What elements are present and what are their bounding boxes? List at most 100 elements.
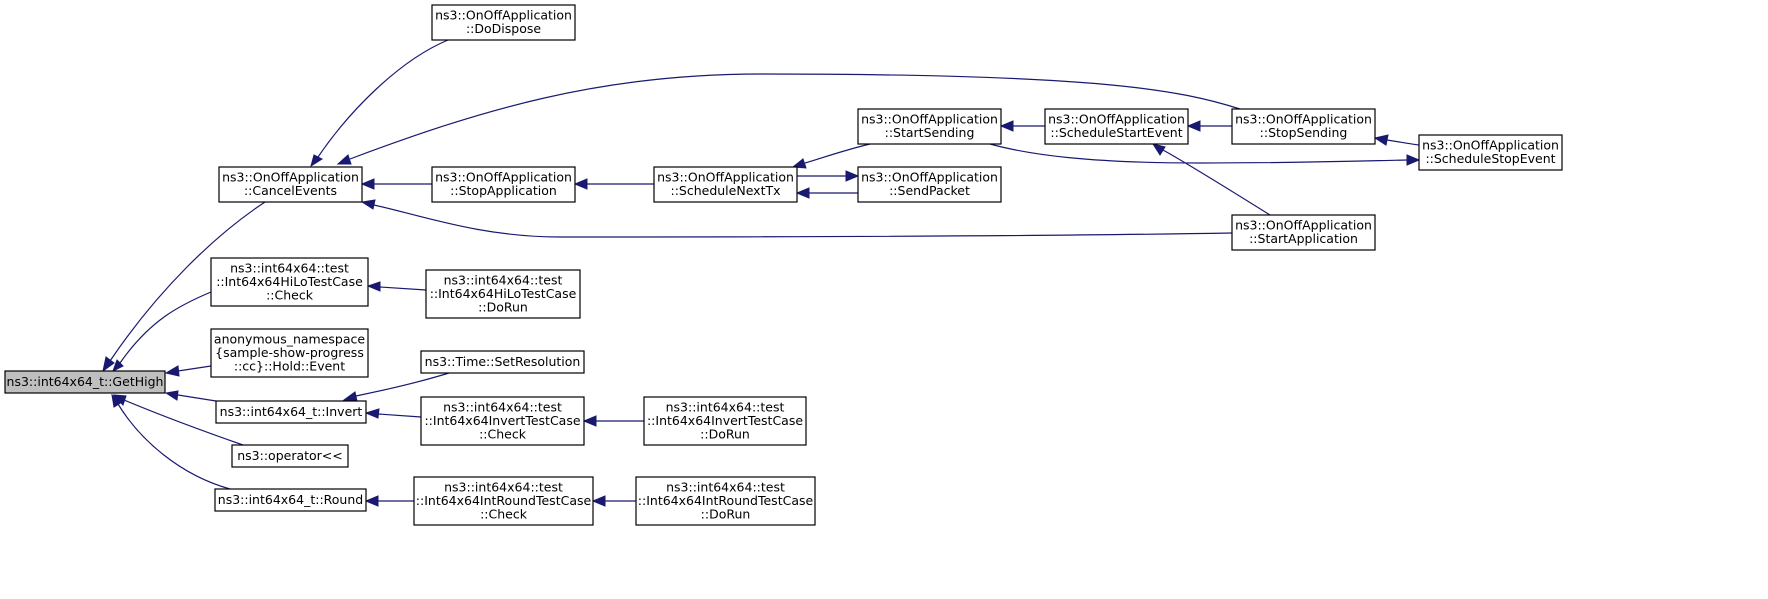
node-box [214,488,367,512]
node-label-line: ::Check [480,506,528,521]
node-label-line: ::DoRun [478,299,528,314]
node-schedulestartevent[interactable]: ns3::OnOffApplication::ScheduleStartEven… [1044,108,1189,145]
edge-line [177,365,212,372]
node-gethigh[interactable]: ns3::int64x64_t::GetHigh [4,370,166,394]
arrowhead-icon [342,391,358,402]
edge-dodispose-to-cancelevents [310,39,449,168]
node-label-line: ::StartSending [885,125,975,140]
node-label-line: ns3::int64x64::test [444,479,563,494]
arrowhead-icon [364,495,379,507]
node-box [1418,134,1563,171]
node-box [4,370,166,394]
node-label-line: ::Check [266,287,314,302]
node-schedulestopevent[interactable]: ns3::OnOffApplication::ScheduleStopEvent [1418,134,1563,171]
arrowhead-icon [336,154,352,165]
node-label-line: ns3::int64x64::test [443,399,562,414]
node-label-line: ::DoDispose [466,21,541,36]
node-label-line: ns3::Time::SetResolution [425,354,581,369]
arrowhead-icon [845,170,860,182]
edge-roundcheck-to-round [364,495,414,507]
edge-stopsending-to-cancelevents [336,73,1241,165]
node-operatorshl[interactable]: ns3::operator<< [231,444,349,468]
node-hilodorun[interactable]: ns3::int64x64::test::Int64x64HiLoTestCas… [425,269,581,319]
arrowhead-icon [795,187,810,199]
node-setresolution[interactable]: ns3::Time::SetResolution [420,350,585,374]
node-label-line: ns3::OnOffApplication [657,170,794,185]
node-label-line: ::Int64x64IntRoundTestCase [638,493,814,508]
node-label-line: ns3::OnOffApplication [861,170,998,185]
edge-line [377,413,422,418]
node-startapplication[interactable]: ns3::OnOffApplication::StartApplication [1231,214,1376,251]
node-box [653,166,798,203]
node-label-line: ::Int64x64InvertTestCase [424,413,580,428]
node-label-line: ::DoRun [700,426,750,441]
arrowhead-icon [112,359,124,373]
arrowhead-icon [360,199,376,210]
node-label-line: ns3::OnOffApplication [1422,138,1559,153]
node-label-line: ::SendPacket [889,183,970,198]
node-rounddorun[interactable]: ns3::int64x64::test::Int64x64IntRoundTes… [635,476,816,526]
node-label-line: ns3::int64x64::test [230,260,349,275]
node-invertcheck[interactable]: ns3::int64x64::test::Int64x64InvertTestC… [420,396,585,446]
node-invert[interactable]: ns3::int64x64_t::Invert [215,400,367,424]
node-label-line: ns3::OnOffApplication [861,112,998,127]
node-roundcheck[interactable]: ns3::int64x64::test::Int64x64IntRoundTes… [413,476,594,526]
node-label-line: ::Int64x64HiLoTestCase [216,274,363,289]
node-box [1044,108,1189,145]
node-box [643,396,807,446]
node-label-line: ns3::int64x64::test [666,479,785,494]
node-box [231,444,349,468]
node-dodispose[interactable]: ns3::OnOffApplication::DoDispose [431,4,576,41]
arrowhead-icon [791,158,807,169]
node-label-line: {sample-show-progress [215,345,364,360]
node-label-line: ns3::OnOffApplication [222,170,359,185]
node-label-line: ::ScheduleStopEvent [1425,151,1555,166]
edge-line [1386,139,1420,146]
node-label-line: ns3::operator<< [237,448,343,463]
node-label-line: anonymous_namespace [214,331,365,346]
node-hilocheck[interactable]: ns3::int64x64::test::Int64x64HiLoTestCas… [210,257,369,307]
node-sendpacket[interactable]: ns3::OnOffApplication::SendPacket [857,166,1002,203]
edge-line [1162,149,1271,216]
edge-line [177,394,217,402]
node-cancelevents[interactable]: ns3::OnOffApplication::CancelEvents [218,166,363,203]
arrowhead-icon [164,390,179,401]
edge-cancelevents-to-gethigh [102,201,266,373]
edge-startsending-to-schedulestopevent [989,143,1421,166]
edge-line [123,399,244,446]
node-label-line: ns3::int64x64_t::Invert [220,404,363,419]
node-box [210,328,369,378]
arrowhead-icon [1406,154,1421,166]
arrowhead-icon [1151,143,1166,156]
node-startsending[interactable]: ns3::OnOffApplication::StartSending [857,108,1002,145]
node-stopsending[interactable]: ns3::OnOffApplication::StopSending [1231,108,1376,145]
arrowhead-icon [582,415,597,427]
node-label-line: ::ScheduleNextTx [670,183,780,198]
node-invertdorun[interactable]: ns3::int64x64::test::Int64x64InvertTestC… [643,396,807,446]
node-schedulenexttx[interactable]: ns3::OnOffApplication::ScheduleNextTx [653,166,798,203]
node-label-line: ::cc}::Hold::Event [234,358,345,373]
edge-invertcheck-to-invert [364,408,422,419]
edge-line [989,143,1408,164]
node-box [635,476,816,526]
arrowhead-icon [1373,134,1389,146]
edge-line [355,372,450,397]
node-holdevent[interactable]: anonymous_namespace{sample-show-progress… [210,328,369,378]
node-label-line: ns3::int64x64::test [666,399,785,414]
arrowhead-icon [364,408,380,419]
arrowhead-icon [999,120,1014,132]
node-box [857,108,1002,145]
node-box [425,269,581,319]
node-label-line: ns3::int64x64::test [444,272,563,287]
edge-schedulestartevent-to-startsending [999,120,1045,132]
edge-stopapplication-to-cancelevents [360,178,432,190]
node-box [420,396,585,446]
arrowhead-icon [366,281,381,292]
node-stopapplication[interactable]: ns3::OnOffApplication::StopApplication [431,166,576,203]
edge-invert-to-gethigh [164,390,217,402]
node-round[interactable]: ns3::int64x64_t::Round [214,488,367,512]
node-box [1231,214,1376,251]
arrowhead-icon [310,154,324,168]
node-label-line: ::StopApplication [450,183,557,198]
